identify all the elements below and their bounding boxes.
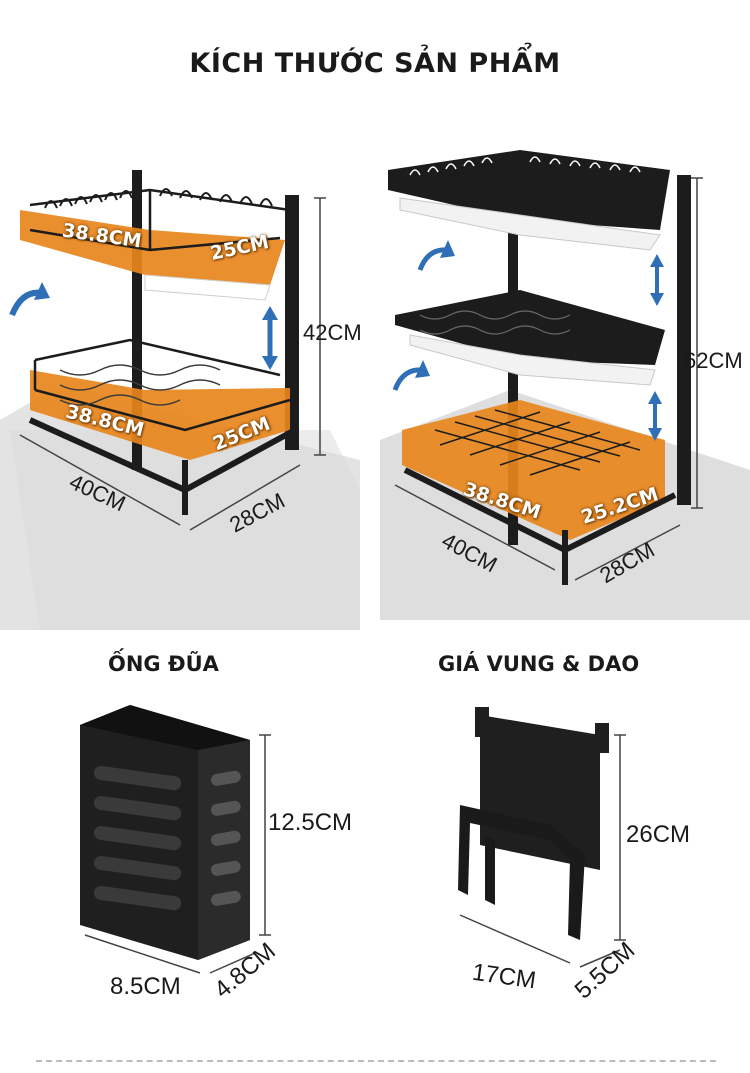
arrow-updown-icon	[262, 306, 278, 370]
height-label: 42CM	[303, 320, 362, 345]
rack-2tier-panel: 38.8CM 25CM 38.8CM 25CM 42CM 40CM 28CM	[0, 130, 362, 630]
knife-rack-panel: 26CM 17CM 5.5CM	[440, 695, 740, 1035]
chopstick-holder-title: ỐNG ĐŨA	[108, 652, 219, 676]
height-label: 26CM	[626, 821, 691, 848]
chopstick-holder-illustration	[80, 705, 271, 974]
arrow-curved-icon	[392, 240, 455, 391]
rack-3tier-panel: 62CM 38.8CM 25.2CM 40CM 28CM	[380, 140, 750, 620]
knife-rack-title: GIÁ VUNG & DAO	[438, 652, 640, 676]
divider	[36, 1060, 716, 1062]
rack-3tier-illustration	[380, 140, 750, 620]
page-title: KÍCH THƯỚC SẢN PHẨM	[189, 48, 561, 79]
rack-2tier-illustration	[0, 130, 360, 630]
height-label: 62CM	[684, 348, 743, 373]
height-label: 12.5CM	[268, 809, 353, 836]
arrow-updown-icon	[648, 254, 664, 441]
knife-rack-illustration	[458, 707, 626, 968]
chopstick-holder-panel: 12.5CM 8.5CM 4.8CM	[60, 695, 380, 1025]
width-label: 8.5CM	[110, 973, 181, 1000]
